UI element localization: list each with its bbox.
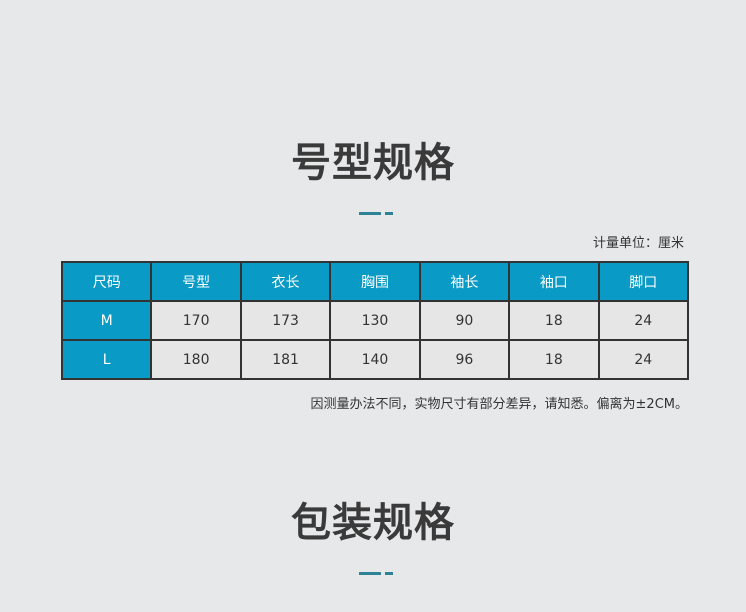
table-cell: 18 [508,300,600,341]
table-cell: 18 [508,339,600,380]
size-cell: L [60,339,153,380]
header-cell: 袖长 [418,261,511,302]
size-table: 尺码 号型 衣长 胸围 袖长 袖口 脚口 M 170 173 130 90 18… [60,261,690,380]
table-row: L 180 181 140 96 18 24 [60,339,690,380]
header-cell: 号型 [150,261,242,302]
measurement-unit: 计量单位：厘米 [592,236,684,251]
header-cell: 胸围 [329,261,421,302]
table-cell: 24 [597,339,690,380]
section-title-size-spec: 号型规格 [291,140,455,186]
section-title-packaging-spec: 包装规格 [291,500,455,546]
table-cell: 96 [418,339,511,380]
table-cell: 173 [239,300,332,341]
table-cell: 180 [150,339,242,380]
table-cell: 140 [329,339,421,380]
title-divider [359,572,395,575]
header-cell: 尺码 [60,261,153,302]
table-cell: 181 [239,339,332,380]
table-cell: 24 [597,300,690,341]
table-cell: 170 [150,300,242,341]
table-row: M 170 173 130 90 18 24 [60,300,690,341]
table-cell: 130 [329,300,421,341]
table-header-row: 尺码 号型 衣长 胸围 袖长 袖口 脚口 [60,261,690,302]
header-cell: 袖口 [508,261,600,302]
header-cell: 脚口 [597,261,690,302]
measurement-note: 因测量办法不同，实物尺寸有部分差异，请知悉。偏离为±2CM。 [310,397,688,412]
header-cell: 衣长 [239,261,332,302]
table-cell: 90 [418,300,511,341]
title-divider [359,212,395,215]
size-cell: M [60,300,153,341]
